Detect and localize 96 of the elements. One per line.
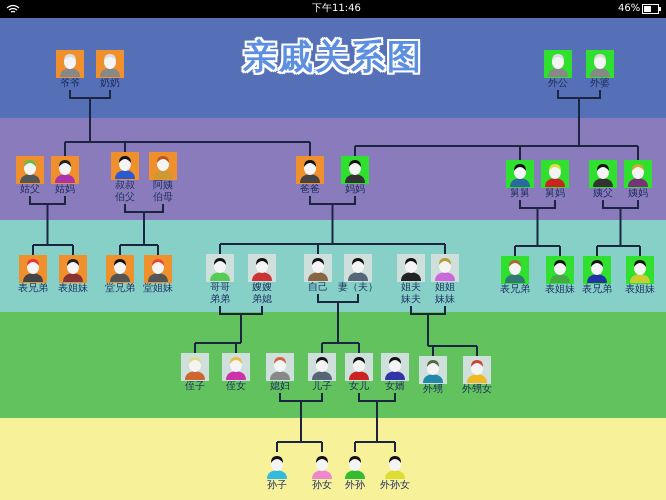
relation-label: 女婿: [385, 381, 405, 393]
person-node: [544, 50, 572, 90]
relation-label: 外甥: [423, 384, 443, 396]
relation-label: 堂姐妹: [143, 283, 173, 295]
relation-label: 弟弟: [210, 294, 230, 306]
person-node: [143, 255, 173, 295]
person-node: [419, 356, 447, 396]
relation-label: 伯母: [153, 192, 173, 204]
relation-label: 妈妈: [345, 184, 365, 196]
relation-label: 姐夫: [401, 282, 421, 294]
relation-label: 姨妈: [628, 188, 648, 200]
relation-label: 儿子: [312, 381, 332, 393]
person-node: [18, 255, 48, 295]
relation-label: 舅妈: [545, 188, 565, 200]
relation-label: 外孙: [345, 480, 365, 492]
relation-label: 奶奶: [100, 78, 120, 90]
relation-label: 自己: [308, 282, 328, 294]
person-node: [308, 353, 336, 393]
battery-percentage: 46%: [618, 3, 640, 15]
relation-label: 表姐妹: [545, 284, 575, 296]
person-node: [500, 256, 530, 296]
person-node: [51, 156, 79, 196]
relation-label: 伯父: [115, 192, 135, 204]
connector-line: [596, 199, 641, 257]
person-node: [304, 254, 332, 294]
relation-label: 侄女: [226, 381, 246, 393]
person-node: [345, 353, 373, 393]
relation-label: 女儿: [349, 381, 369, 393]
person-node: [545, 256, 575, 296]
person-node: [105, 255, 135, 295]
person-node: [462, 356, 492, 396]
relation-label: 外甥女: [462, 384, 492, 396]
person-node: [181, 353, 209, 393]
connector-line: [514, 199, 561, 257]
connector-line: [29, 195, 74, 256]
diagram-title: 亲戚关系图: [242, 36, 424, 79]
person-node: [341, 156, 369, 196]
connector-line: [64, 89, 311, 157]
person-node: [111, 152, 139, 204]
connector-line: [354, 89, 639, 161]
relation-label: 媳妇: [270, 381, 290, 393]
person-node: [266, 353, 294, 393]
relation-label: 姑妈: [55, 184, 75, 196]
relation-label: 嫂嫂: [252, 282, 272, 294]
relation-label: 舅舅: [510, 188, 530, 200]
relation-label: 堂兄弟: [105, 283, 135, 295]
connector-line: [194, 305, 263, 354]
relation-label: 孙子: [267, 480, 287, 492]
connector-line: [219, 195, 446, 255]
relation-label: 表兄弟: [582, 284, 612, 296]
relation-label: 叔叔: [115, 180, 135, 192]
person-node: [222, 353, 250, 393]
relation-label: 哥哥: [210, 282, 230, 294]
relation-label: 外婆: [590, 78, 610, 90]
connector-line: [119, 203, 164, 256]
connector-line: [276, 392, 323, 453]
person-node: [625, 256, 655, 296]
relation-label: 姑父: [20, 184, 40, 196]
relation-label: 阿姨: [153, 180, 173, 192]
relation-label: 爸爸: [300, 184, 320, 196]
relation-label: 外孙女: [380, 480, 410, 492]
relation-label: 姨父: [593, 188, 613, 200]
connector-line: [354, 392, 396, 453]
relation-label: 妹妹: [435, 294, 455, 306]
relation-label: 外公: [548, 78, 568, 90]
person-node: [431, 254, 459, 306]
relation-label: 弟媳: [252, 294, 272, 306]
relation-label: 妻（夫）: [338, 282, 378, 294]
status-time: 下午11:46: [312, 3, 361, 15]
person-node: [586, 50, 614, 90]
person-node: [149, 152, 177, 204]
person-node: [541, 160, 569, 200]
relation-label: 表姐妹: [625, 284, 655, 296]
person-node: [589, 160, 617, 200]
person-node: [58, 255, 88, 295]
relation-label: 姐姐: [435, 282, 455, 294]
connector-line: [410, 305, 478, 357]
relation-label: 表姐妹: [58, 283, 88, 295]
relation-label: 侄子: [185, 381, 205, 393]
relation-label: 爷爷: [60, 78, 80, 90]
relation-label: 表兄弟: [500, 284, 530, 296]
person-node: [624, 160, 652, 200]
person-node: [582, 256, 612, 296]
person-node: [397, 254, 425, 306]
person-node: [296, 156, 324, 196]
person-node: [96, 50, 124, 90]
person-node: [206, 254, 234, 306]
person-node: [16, 156, 44, 196]
person-node: [381, 353, 409, 393]
relation-label: 表兄弟: [18, 283, 48, 295]
relation-label: 孙女: [312, 480, 332, 492]
person-node: [506, 160, 534, 200]
connector-line: [317, 293, 360, 354]
person-node: [248, 254, 276, 306]
relation-label: 妹夫: [401, 294, 421, 306]
person-node: [56, 50, 84, 90]
